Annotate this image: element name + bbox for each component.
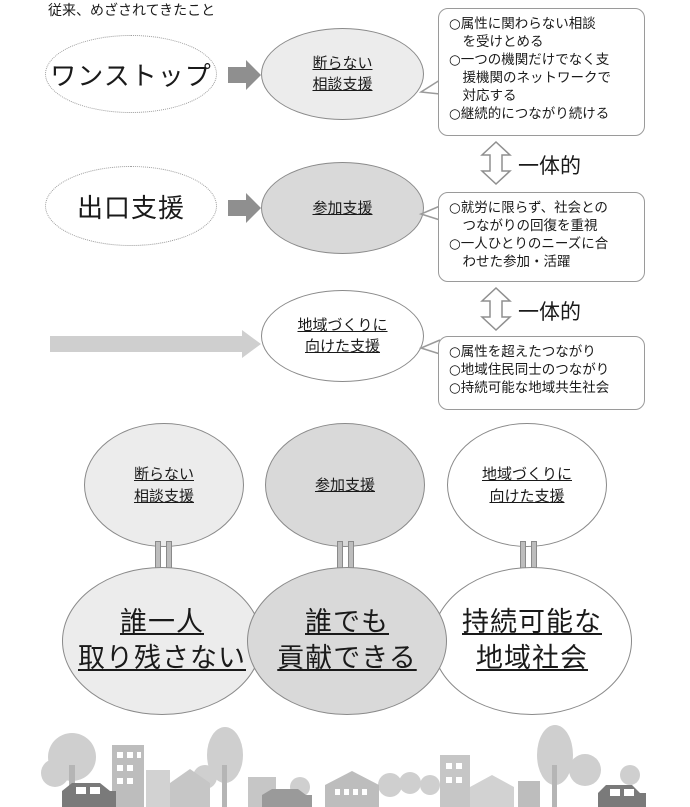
- big-1-line1: 誰一人: [120, 607, 204, 638]
- callout2-line4: わせた参加・活躍: [449, 254, 571, 270]
- bottom-small-3-line1: 地域づくりに: [481, 465, 572, 483]
- callout3-line3: ○持続可能な地域共生社会: [449, 380, 610, 396]
- big-3-line2: 地域社会: [476, 643, 588, 674]
- bottom-small-2-line1: 参加支援: [314, 476, 375, 494]
- double-arrow-vertical-icon: [480, 140, 512, 186]
- community-support-callout: ○属性を超えたつながり ○地域住民同士のつながり ○持続可能な地域共生社会: [438, 336, 645, 410]
- big-1-line2: 取り残さない: [78, 643, 246, 674]
- big-2-line2: 貢献できる: [277, 643, 417, 674]
- caption: 従来、めざされてきたこと: [48, 3, 216, 19]
- bottom-participation-circle: 参加支援: [265, 423, 425, 547]
- traditional-exit-support-ellipse: 出口支援: [45, 166, 217, 246]
- bottom-consultation-circle: 断らない 相談支援: [84, 423, 244, 547]
- arrow-right-icon: [228, 193, 261, 223]
- callout3-line1: ○属性を超えたつながり: [449, 344, 596, 360]
- callout2-line2: つながりの回復を重視: [449, 218, 598, 234]
- big-circle-anyone-contributes: 持続可能な 地域社会: [432, 567, 632, 715]
- arrow-right-icon: [228, 60, 261, 90]
- one-stop-label: ワンストップ: [50, 61, 212, 92]
- consultation-support-line1: 断らない: [312, 54, 373, 72]
- band-arrow-right-icon: [50, 330, 261, 358]
- callout1-line6: ○継続的につながり続ける: [449, 106, 610, 122]
- callout3-line2: ○地域住民同士のつながり: [449, 362, 610, 378]
- callout-pointer: [418, 79, 441, 95]
- integrated-label-2: 一体的: [518, 300, 581, 324]
- participation-support-line1: 参加支援: [312, 198, 373, 217]
- callout1-line2: を受けとめる: [449, 34, 544, 50]
- big-3-line1: 持続可能な: [462, 607, 602, 638]
- bottom-community-circle: 地域づくりに 向けた支援: [447, 423, 607, 547]
- big-2-line1: 誰でも: [305, 607, 389, 638]
- consultation-support-ellipse: 断らない 相談支援: [261, 28, 424, 120]
- callout-pointer: [418, 339, 441, 355]
- big-circle-sustainable-community: 誰でも 貢献できる: [247, 567, 447, 715]
- integrated-label-1: 一体的: [518, 154, 581, 178]
- bottom-small-3-line2: 向けた支援: [489, 487, 565, 505]
- participation-support-ellipse: 参加支援: [261, 162, 424, 254]
- callout1-line1: ○属性に関わらない相談: [449, 16, 596, 32]
- consultation-support-line2: 相談支援: [312, 75, 373, 93]
- bottom-small-1-line2: 相談支援: [133, 487, 194, 505]
- community-support-line2: 向けた支援: [304, 337, 380, 355]
- double-arrow-vertical-icon: [480, 286, 512, 332]
- consultation-support-callout: ○属性に関わらない相談 を受けとめる ○一つの機関だけでなく支 援機関のネットワ…: [438, 8, 645, 136]
- participation-support-callout: ○就労に限らず、社会との つながりの回復を重視 ○一人ひとりのニーズに合 わせた…: [438, 192, 645, 282]
- callout2-line1: ○就労に限らず、社会との: [449, 200, 608, 216]
- callout1-line5: 対応する: [449, 88, 517, 104]
- traditional-one-stop-ellipse: ワンストップ: [45, 35, 217, 113]
- big-circle-leave-no-one: 誰一人 取り残さない: [62, 567, 262, 715]
- callout2-line3: ○一人ひとりのニーズに合: [449, 236, 609, 252]
- bottom-small-1-line1: 断らない: [133, 465, 194, 483]
- callout1-line3: ○一つの機関だけでなく支: [449, 52, 610, 68]
- community-support-ellipse: 地域づくりに 向けた支援: [261, 290, 424, 382]
- callout-pointer: [418, 205, 441, 221]
- townscape-illustration: [41, 725, 646, 807]
- callout1-line4: 援機関のネットワークで: [449, 70, 611, 86]
- exit-support-label: 出口支援: [76, 193, 185, 224]
- community-support-line1: 地域づくりに: [297, 316, 388, 334]
